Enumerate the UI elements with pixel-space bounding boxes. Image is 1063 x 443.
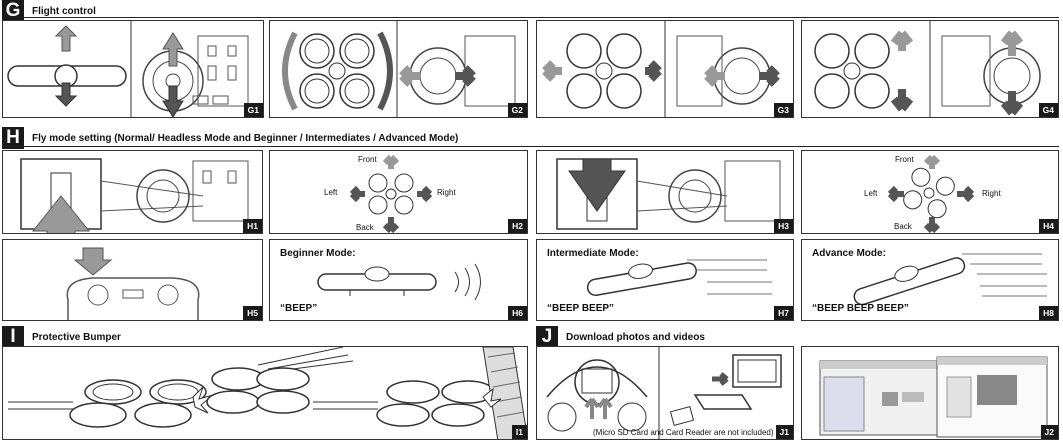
beginner-drone-illustration xyxy=(317,263,481,301)
figure-tag: H2 xyxy=(508,219,527,233)
label-back: Back xyxy=(894,222,912,231)
mode-title: Advance Mode: xyxy=(812,248,886,259)
label-front: Front xyxy=(358,155,377,164)
figure-tag: G2 xyxy=(507,103,527,117)
figure-tag: H6 xyxy=(508,306,527,320)
section-j-header: J Download photos and videos xyxy=(536,326,705,348)
figure-tag: H5 xyxy=(243,306,262,320)
label-right: Right xyxy=(437,188,456,197)
g2-illustration xyxy=(282,21,516,117)
panel-h3: H3 xyxy=(536,150,794,234)
h4-illustration xyxy=(887,154,975,233)
panel-j2: J2 xyxy=(801,346,1059,440)
h1-illustration xyxy=(20,158,249,233)
panel-h7: Intermediate Mode: “BEEP BEEP” H7 xyxy=(536,239,794,321)
h5-illustration xyxy=(66,247,200,320)
panel-g1: G1 xyxy=(2,20,264,118)
section-i-header: I Protective Bumper xyxy=(2,326,121,348)
figure-tag: H8 xyxy=(1039,306,1058,320)
section-letter: H xyxy=(2,127,24,149)
figure-tag: H3 xyxy=(774,219,793,233)
figure-tag: I1 xyxy=(511,425,527,439)
label-left: Left xyxy=(864,189,878,198)
figure-tag: G1 xyxy=(243,103,263,117)
panel-h4: Front Left Right Back H4 xyxy=(801,150,1059,234)
panel-h8: Advance Mode: “BEEP BEEP BEEP” H8 xyxy=(801,239,1059,321)
panel-h2: Front Left Right Back H2 xyxy=(269,150,528,234)
label-front: Front xyxy=(895,155,914,164)
mode-title: Intermediate Mode: xyxy=(547,248,639,259)
section-letter: I xyxy=(2,326,24,348)
g3-illustration xyxy=(542,21,780,117)
figure-tag: H4 xyxy=(1039,219,1058,233)
figure-tag: H7 xyxy=(774,306,793,320)
intermediate-drone-illustration xyxy=(586,259,772,297)
figure-tag: H1 xyxy=(243,219,262,233)
panel-j1: (Micro SD Card and Card Reader are not i… xyxy=(536,346,794,440)
panel-g2: G2 xyxy=(269,20,528,118)
h3-illustration xyxy=(556,158,781,230)
section-title: Protective Bumper xyxy=(32,331,121,343)
divider xyxy=(2,146,1059,147)
panel-h1: H1 xyxy=(2,150,263,234)
panel-h6: Beginner Mode: “BEEP” H6 xyxy=(269,239,528,321)
section-letter: G xyxy=(2,0,24,22)
label-right: Right xyxy=(982,189,1001,198)
j1-note: (Micro SD Card and Card Reader are not i… xyxy=(593,428,774,437)
section-title: Download photos and videos xyxy=(566,331,705,343)
figure-tag: J2 xyxy=(1040,425,1058,439)
section-letter: J xyxy=(536,326,558,348)
figure-tag: G3 xyxy=(773,103,793,117)
file-browser-screenshot-illustration xyxy=(819,356,1048,438)
panel-h5: H5 xyxy=(2,239,263,321)
beep-text: “BEEP” xyxy=(280,303,318,314)
panel-g4: G4 xyxy=(801,20,1059,118)
figure-tag: G4 xyxy=(1038,103,1058,117)
mode-title: Beginner Mode: xyxy=(280,248,356,259)
label-back: Back xyxy=(356,223,374,232)
beep-text: “BEEP BEEP” xyxy=(547,303,615,314)
g4-illustration xyxy=(814,21,1041,117)
section-title: Fly mode setting (Normal/ Headless Mode … xyxy=(32,132,459,144)
figure-tag: J1 xyxy=(775,425,793,439)
panel-g3: G3 xyxy=(536,20,794,118)
beep-text: “BEEP BEEP BEEP” xyxy=(812,303,909,314)
section-title: Flight control xyxy=(32,5,96,17)
panel-i1: I1 xyxy=(2,346,528,440)
section-h-header: H Fly mode setting (Normal/ Headless Mod… xyxy=(2,127,458,149)
download-illustration xyxy=(546,347,782,439)
divider xyxy=(2,17,1059,18)
bumper-illustration xyxy=(8,347,527,439)
section-g-header: G Flight control xyxy=(2,0,96,22)
g1-illustration xyxy=(7,21,249,117)
h2-illustration xyxy=(349,154,433,233)
advance-drone-illustration xyxy=(853,253,1047,306)
label-left: Left xyxy=(324,188,338,197)
